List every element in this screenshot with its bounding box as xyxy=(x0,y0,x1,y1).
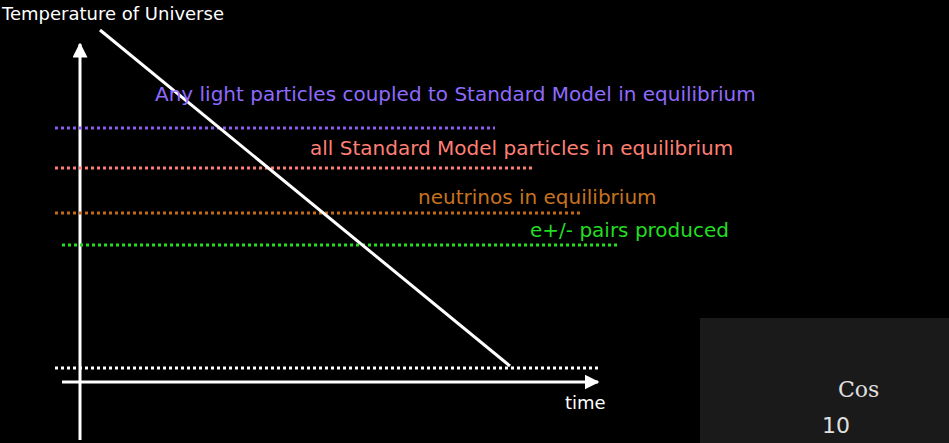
threshold-label: e+/- pairs produced xyxy=(530,219,729,241)
inset-text: Cos xyxy=(838,378,879,402)
axis-label: time xyxy=(565,393,606,413)
threshold-label: all Standard Model particles in equilibr… xyxy=(310,137,733,159)
threshold-line xyxy=(55,127,495,130)
inset-text: 10 xyxy=(822,414,850,438)
x-axis xyxy=(62,381,598,384)
threshold-label: Any light particles coupled to Standard … xyxy=(155,83,756,105)
axis-title: Temperature of Universe xyxy=(2,4,224,24)
inset-panel xyxy=(700,318,949,443)
threshold-label: neutrinos in equilibrium xyxy=(418,186,657,208)
threshold-line xyxy=(62,244,620,247)
threshold-line xyxy=(55,212,580,215)
threshold-line xyxy=(55,367,600,370)
threshold-line xyxy=(55,167,535,170)
